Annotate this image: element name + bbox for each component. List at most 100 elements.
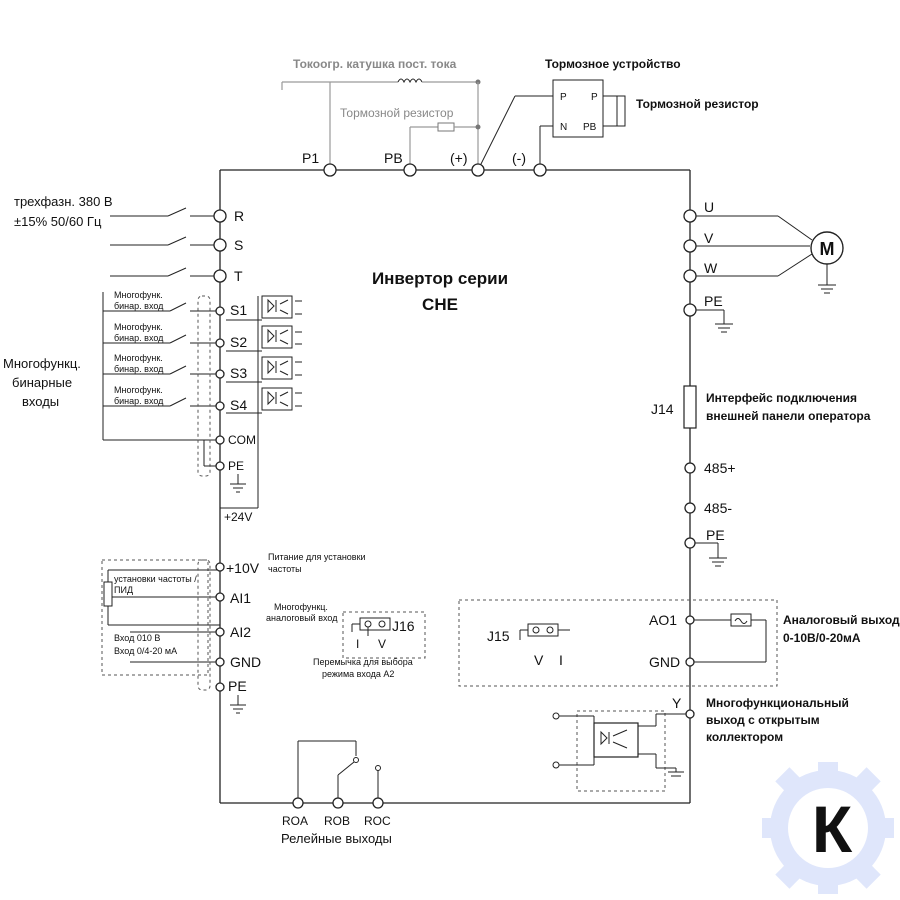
terminal-w [683,269,697,283]
optocoupler-s3 [261,356,293,380]
optocoupler-s4 [261,387,293,411]
terminal-label-roa: ROA [282,814,308,828]
supply-label-line2: ±15% 50/60 Гц [14,214,102,229]
optocoupler-s1 [261,295,293,319]
setpoint-label-2: ПИД [114,585,133,595]
terminal-t [213,269,227,283]
supply-note-2: частоты [268,564,302,574]
terminal-pe-dig [215,461,225,471]
brake-resistor-inner-label: Тормозной резистор [340,106,454,120]
dc-choke-label: Токоогр. катушка пост. тока [293,57,457,71]
j15-label: J15 [487,628,510,644]
terminal-s4 [215,401,225,411]
terminal-label-485-plus: 485+ [704,460,736,476]
terminal-label-y: Y [672,695,682,711]
terminal-pe-485 [684,537,696,549]
j14-note-2: внешней панели оператора [706,409,871,423]
brake-unit-label: Тормозное устройство [545,57,681,71]
setpoint-label-1: установки частоты / [114,574,197,584]
digital-inputs-section: Многофункц. бинарные входы Многофунк. би… [3,290,302,524]
terminal-label-10v: +10V [226,560,260,576]
j16-i-label: I [356,637,359,651]
jumper-note-2: режима входа А2 [322,669,394,679]
terminal-gnd-an [215,657,225,667]
relay-outputs-label: Релейные выходы [281,831,392,846]
digital-item-3-label-2: бинар. вход [114,364,164,374]
j16-jumper [351,617,391,636]
terminal-label-rob: ROB [324,814,350,828]
terminal-u [683,209,697,223]
digital-item-4-label-1: Многофунк. [114,385,163,395]
digital-group-label-1: Многофункц. [3,356,81,371]
j14-connector [683,385,697,429]
terminal-s3 [215,369,225,379]
j14-label: J14 [651,401,674,417]
power-input-section: трехфазн. 380 В ±15% 50/60 Гц R S T [14,194,244,284]
terminal-label-roc: ROC [364,814,391,828]
terminal-label-gnd-an: GND [230,654,261,670]
gear-logo-icon: К [762,762,894,894]
terminal-s2 [215,338,225,348]
inverter-title-line1: Инвертор серии [372,269,508,288]
terminal-label-w: W [704,260,718,276]
analog-inputs-section: установки частоты / ПИД Вход 010 В Вход … [101,552,426,714]
brake-unit-n: N [560,122,567,133]
digital-item-1-label-2: бинар. вход [114,301,164,311]
input-note-1: Вход 010 В [114,633,160,643]
brake-unit-p: P [560,92,567,103]
logo-letter: К [812,792,853,866]
potentiometer-symbol [103,581,113,607]
terminal-label-u: U [704,199,714,215]
terminal-s [213,238,227,252]
terminal-label-pe-dig: PE [228,459,244,473]
terminal-label-p1: P1 [302,150,319,166]
j15-i-label: I [559,652,563,668]
inverter-box [219,169,691,804]
terminal-label-pe-out: PE [704,293,723,309]
terminal-label-com: COM [228,433,256,447]
input-note-2: Вход 0/4-20 мА [114,646,177,656]
right-io-section: J14 Интерфейс подключения внешней панели… [458,385,900,792]
terminal-pe-an [215,682,225,692]
terminal-label-minus: (-) [512,150,526,166]
terminal-p1 [323,163,337,177]
multi-analog-label-2: аналоговый вход [266,613,338,623]
brake-resistor-outer-label: Тормозной резистор [636,97,759,111]
terminal-label-ai1: AI1 [230,590,251,606]
terminal-label-t: T [234,268,243,284]
terminal-r [213,209,227,223]
terminal-rob [332,797,344,809]
j15-v-label: V [534,652,544,668]
terminal-label-s3: S3 [230,365,247,381]
digital-item-1-label-1: Многофунк. [114,290,163,300]
terminal-485-plus [684,462,696,474]
terminal-label-pb: PB [384,150,403,166]
terminal-minus [533,163,547,177]
brake-unit-pb: PB [583,122,597,133]
terminal-label-v: V [704,230,714,246]
terminal-roa [292,797,304,809]
terminal-label-485-minus: 485- [704,500,732,516]
terminal-v [683,239,697,253]
terminal-gnd-ao [685,657,695,667]
motor-output-section: U V W PE M [683,199,844,333]
brake-unit-pp: P [591,92,598,103]
digital-group-label-3: входы [22,394,59,409]
terminal-ai2 [215,627,225,637]
terminal-label-s: S [234,237,243,253]
j15-jumper [519,623,570,640]
inverter-title-line2: CHE [422,295,458,314]
digital-item-3-label-1: Многофунк. [114,353,163,363]
dc-bus-section: Токоогр. катушка пост. тока Тормозной ре… [281,57,759,177]
ao-meter-symbol [730,613,752,627]
terminal-label-ai2: AI2 [230,624,251,640]
digital-group-label-2: бинарные [12,375,72,390]
digital-item-4-label-2: бинар. вход [114,396,164,406]
supply-note-1: Питание для установки [268,552,366,562]
input-switches [110,207,220,277]
terminal-label-24v: +24V [224,510,252,524]
jumper-note-1: Перемычка для выбора [313,657,413,667]
terminal-label-gnd-ao: GND [649,654,680,670]
terminal-s1 [215,306,225,316]
